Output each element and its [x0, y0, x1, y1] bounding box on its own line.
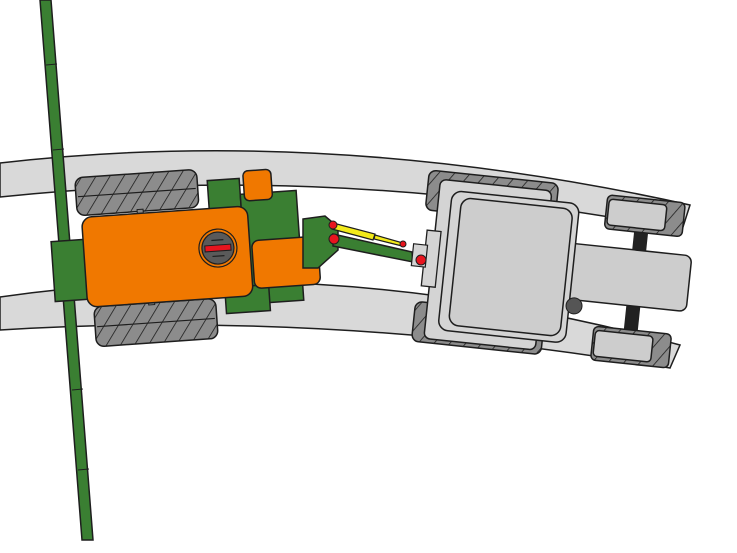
joint	[328, 220, 338, 230]
sprayer	[50, 168, 321, 347]
joint	[399, 240, 407, 248]
joint	[328, 233, 340, 245]
tank-lid	[198, 228, 238, 268]
cab-roof	[448, 197, 573, 337]
hitch-joint	[415, 254, 427, 266]
exhaust	[565, 297, 583, 315]
drawbar-mount	[302, 215, 339, 269]
sprayer-frame-top	[206, 177, 243, 212]
tractor	[410, 169, 692, 369]
small-tank	[242, 168, 274, 202]
